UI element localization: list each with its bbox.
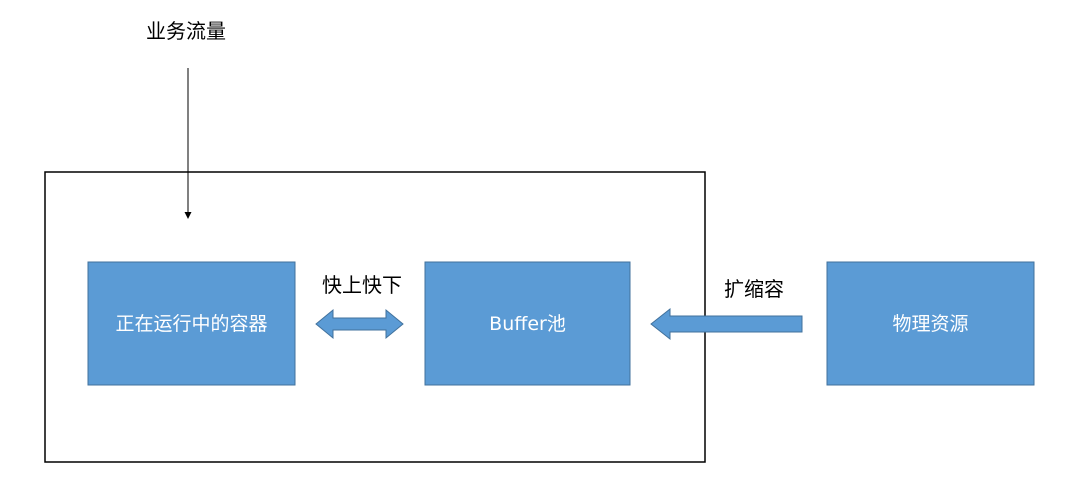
physical-resources-label: 物理资源 [892,313,968,335]
traffic-label: 业务流量 [146,19,226,43]
buffer-pool-box [424,261,631,386]
scaling-label: 扩缩容 [724,277,784,301]
buffer-pool-label: Buffer池 [489,313,566,335]
running-container-label: 正在运行中的容器 [115,313,267,335]
physical-resources-box [826,261,1035,386]
running-container-box [87,261,296,386]
traffic-arrow-head [184,212,192,219]
fast-scale-label: 快上快下 [322,273,402,297]
bidirectional-arrow [315,308,404,340]
scaling-arrow [650,307,803,341]
